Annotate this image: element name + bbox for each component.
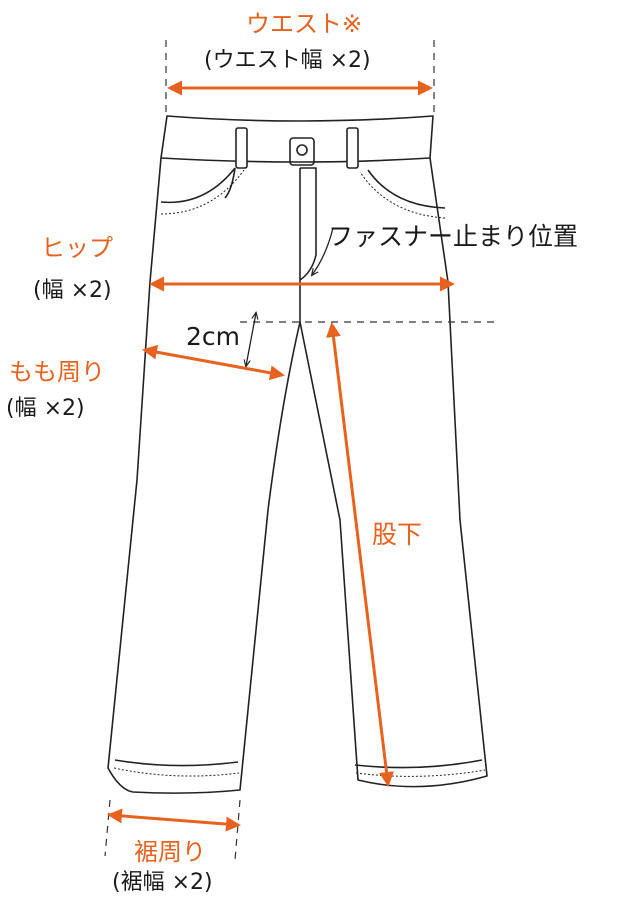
callout-arrows xyxy=(246,227,334,366)
measurement-arrows xyxy=(107,80,455,832)
two-cm-arrow xyxy=(246,313,256,366)
zipper-stop-arrow xyxy=(312,227,334,275)
hem-guide-right xyxy=(234,799,241,861)
waist-button xyxy=(296,144,308,156)
guide-lines xyxy=(104,40,500,861)
thigh-note: (幅 ×2) xyxy=(6,396,85,421)
right-pocket xyxy=(367,169,446,209)
inseam-arrow xyxy=(326,322,394,787)
waist-note: (ウエスト幅 ×2) xyxy=(204,48,371,73)
thigh-arrow xyxy=(142,344,285,381)
pants-outline xyxy=(107,115,488,794)
left-hem-line xyxy=(114,759,239,767)
waist-label: ウエスト※ xyxy=(246,10,363,38)
waistband xyxy=(160,115,434,163)
hem-label: 裾周り xyxy=(134,838,206,866)
hem-note: (裾幅 ×2) xyxy=(112,870,213,895)
right-pocket-stitch xyxy=(359,171,446,219)
hem-arrow xyxy=(107,808,241,832)
zipper-stop-label: ファスナー止まり位置 xyxy=(328,222,579,251)
hem-guide-left xyxy=(104,799,111,857)
left-hem-stitch xyxy=(113,767,240,777)
fly xyxy=(299,167,317,322)
left-pocket-stitch xyxy=(160,169,245,215)
left-pocket xyxy=(160,167,236,204)
hip-label: ヒップ xyxy=(41,234,113,262)
belt-loop-right xyxy=(346,127,359,169)
pants-silhouette xyxy=(107,157,488,794)
two-cm-label: 2cm xyxy=(186,322,241,351)
inseam-label: 股下 xyxy=(372,520,423,549)
hip-note: (幅 ×2) xyxy=(33,278,112,303)
belt-loop-left xyxy=(235,127,248,169)
thigh-label: もも周り xyxy=(9,358,105,386)
right-hem-stitch xyxy=(355,769,486,777)
right-hem-line xyxy=(354,759,483,769)
button-tab xyxy=(289,137,315,166)
left-coin-pocket xyxy=(224,167,236,199)
